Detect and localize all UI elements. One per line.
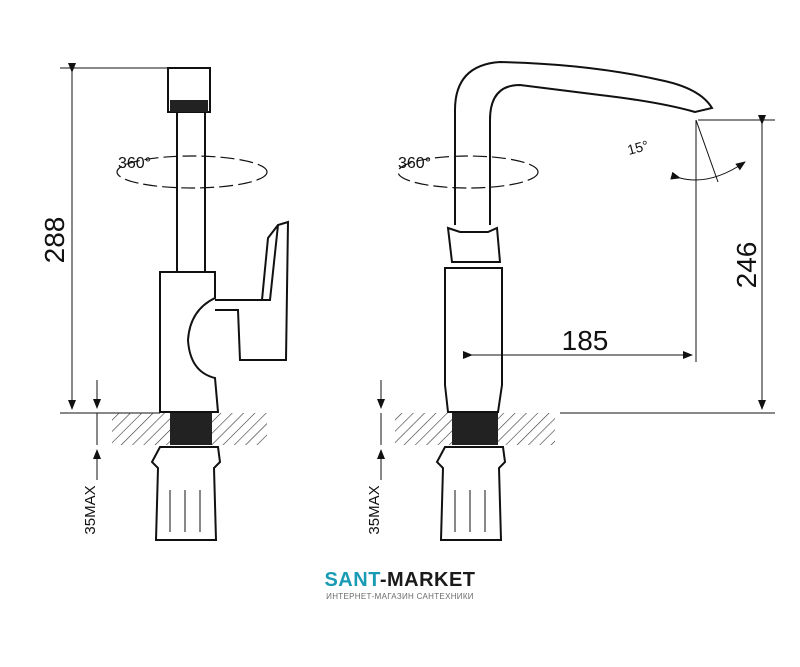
angle-arc <box>670 161 746 181</box>
rotation-ellipse-left <box>116 155 268 189</box>
mount-thickness-label-right: 35MAX <box>366 485 383 534</box>
rotation-label-right: 360° <box>398 155 431 172</box>
front-view: 360° 185 15° 246 35MAX <box>366 60 775 541</box>
dimension-label-185: 185 <box>562 325 609 356</box>
faucet-body-front <box>444 267 503 413</box>
brand-name-part2: -MARKET <box>379 569 476 591</box>
angle-label: 15° <box>626 137 651 158</box>
handle-lever-inner <box>261 224 279 301</box>
faucet-body <box>159 271 220 413</box>
mount-shank-right <box>452 413 498 445</box>
rotation-label-left: 360° <box>118 155 151 172</box>
aerator-tip <box>170 100 208 112</box>
angle-line <box>695 119 719 183</box>
side-view: 288 360° 35MAX <box>39 63 290 541</box>
handle-lever <box>215 220 290 361</box>
rotation-ellipse-right <box>397 155 539 189</box>
mount-thickness-label-left: 35MAX <box>82 485 99 534</box>
mounting-nut-right <box>435 446 507 541</box>
dimension-label-246: 246 <box>731 242 762 289</box>
brand-logo: SANT-MARKET <box>0 569 800 592</box>
dimension-label-288: 288 <box>39 217 70 264</box>
mount-shank-left <box>170 413 212 445</box>
spout-collar <box>446 226 502 263</box>
mounting-nut-left <box>150 446 222 541</box>
spout <box>454 60 714 225</box>
brand-tagline: ИНТЕРНЕТ-МАГАЗИН САНТЕХНИКИ <box>326 592 474 601</box>
brand-name-part1: SANT <box>324 569 380 591</box>
